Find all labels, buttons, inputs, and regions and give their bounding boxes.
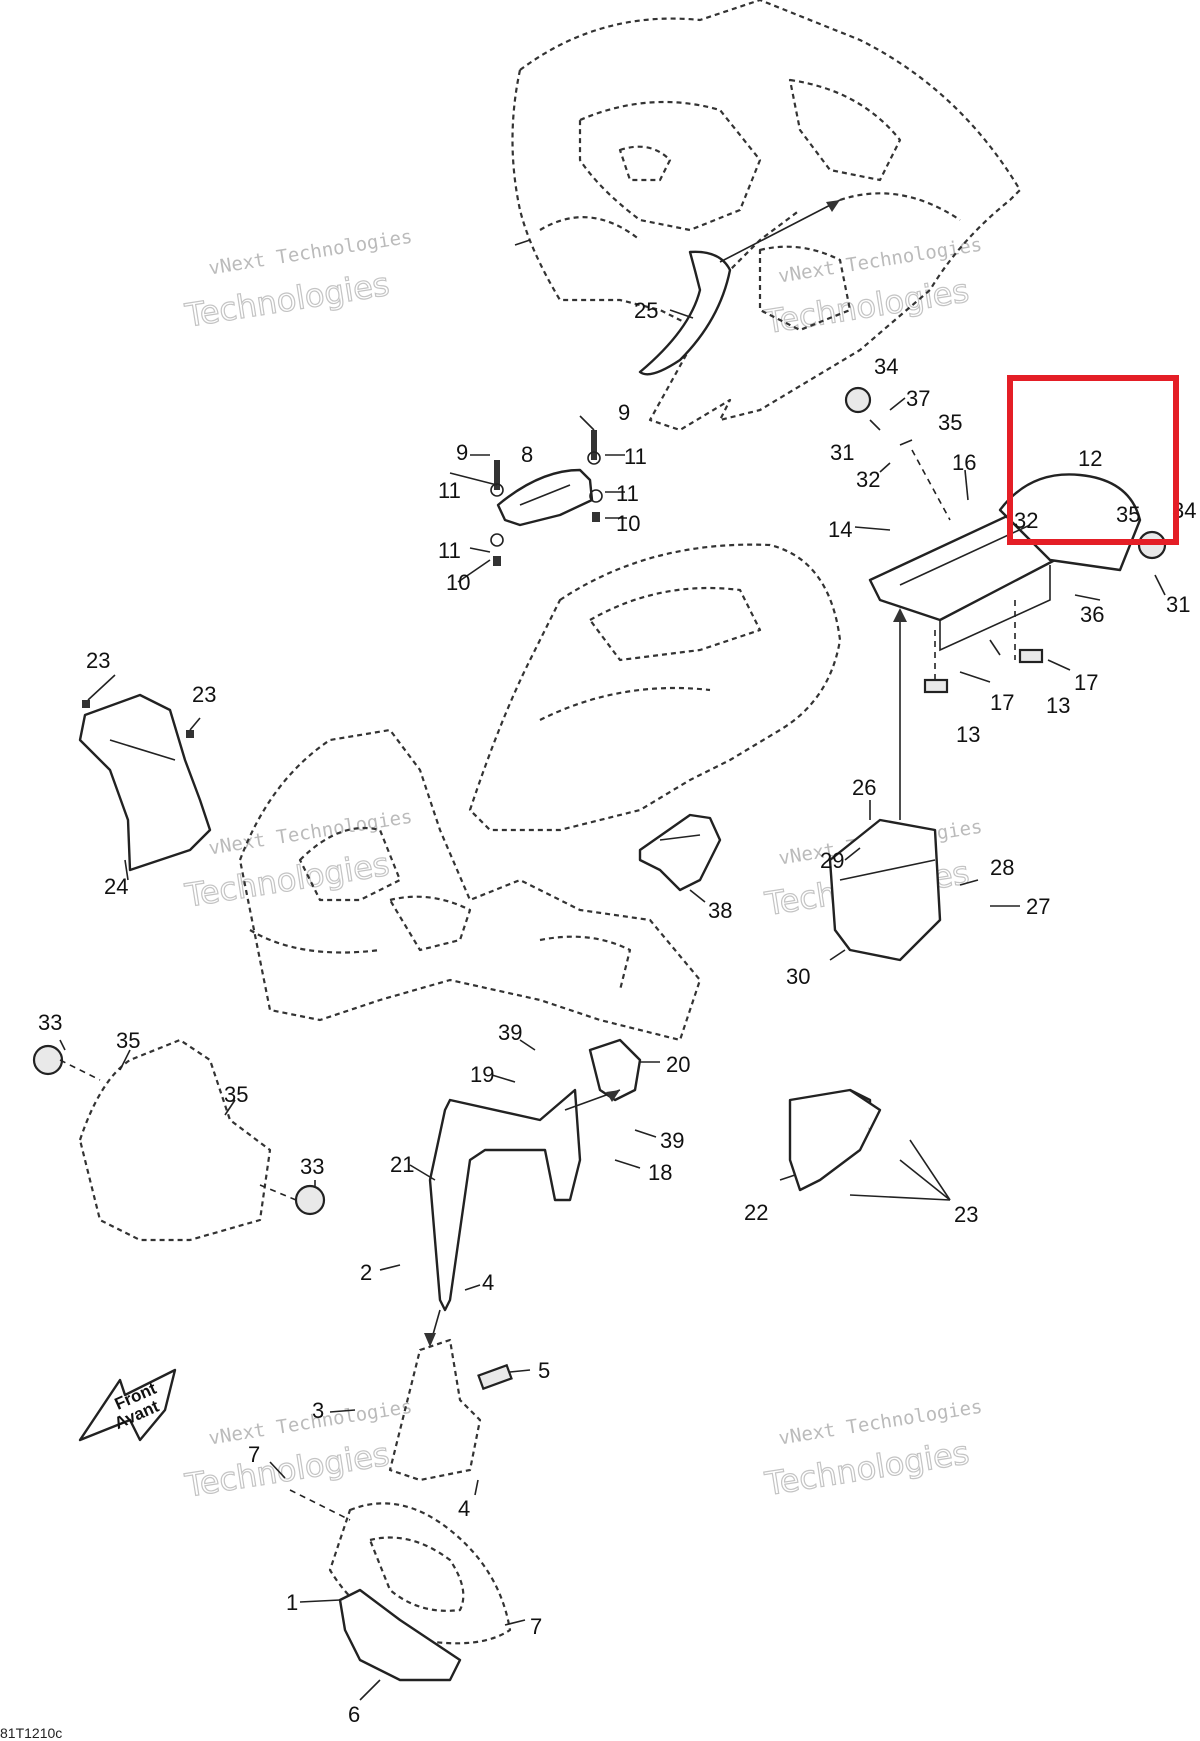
callout-32: 32: [1014, 508, 1038, 533]
callout-13: 13: [1046, 693, 1070, 718]
callout-19: 19: [470, 1062, 494, 1087]
callout-leaders: [59, 239, 1166, 1701]
callout-1: 1: [286, 1590, 298, 1615]
callout-5: 5: [538, 1358, 550, 1383]
part-5-spacer: [477, 1363, 513, 1391]
callout-2: 2: [360, 1260, 372, 1285]
callout-29: 29: [820, 848, 844, 873]
callout-9: 9: [456, 440, 468, 465]
callout-11: 11: [438, 538, 461, 563]
callout-35: 35: [116, 1028, 140, 1053]
callout-14: 14: [828, 517, 852, 542]
callout-23: 23: [954, 1202, 978, 1227]
callout-16: 16: [952, 450, 976, 475]
callout-8: 8: [521, 442, 533, 467]
highlight-box: [1007, 375, 1179, 545]
callout-10: 10: [616, 511, 640, 536]
callout-7: 7: [530, 1614, 542, 1639]
front-grille-assembly: [32, 1038, 326, 1242]
part-21-front-frame: [428, 1088, 621, 1312]
callout-33: 33: [300, 1154, 324, 1179]
part-front-mount-plate: [388, 1309, 482, 1482]
callout-11: 11: [624, 444, 647, 469]
part-20-bracket: [588, 1038, 642, 1102]
callout-12: 12: [1078, 446, 1102, 471]
part-8-grab-handle: [490, 430, 603, 566]
watermark-top-right: vNext Technologies Technologies: [761, 234, 984, 342]
front-direction-arrow: Front Avant: [78, 1368, 177, 1442]
callout-37: 37: [906, 386, 930, 411]
callout-34: 34: [874, 354, 898, 379]
part-1-skid-plate: [338, 1588, 462, 1682]
callout-36: 36: [1080, 602, 1104, 627]
callout-33: 33: [38, 1010, 62, 1035]
callout-39: 39: [498, 1020, 522, 1045]
callout-28: 28: [990, 855, 1014, 880]
callout-35: 35: [1116, 502, 1140, 527]
callout-13: 13: [956, 722, 980, 747]
front-body-panel: [468, 543, 842, 832]
watermark-bottom-right: vNext Technologies Technologies: [761, 1396, 984, 1504]
callout-11: 11: [616, 481, 639, 506]
callout-6: 6: [348, 1702, 360, 1727]
callout-35: 35: [938, 410, 962, 435]
callout-21: 21: [390, 1152, 414, 1177]
callout-30: 30: [786, 964, 810, 989]
callout-23: 23: [192, 682, 216, 707]
callout-9: 9: [618, 400, 630, 425]
callout-7: 7: [248, 1442, 260, 1467]
callout-3: 3: [312, 1398, 324, 1423]
part-38-deflector: [638, 813, 722, 892]
callout-17: 17: [990, 690, 1014, 715]
callout-23: 23: [86, 648, 110, 673]
part-30-storage-box: [828, 608, 942, 962]
callout-31: 31: [830, 440, 854, 465]
callout-4: 4: [482, 1270, 494, 1295]
callout-10: 10: [446, 570, 470, 595]
callout-20: 20: [666, 1052, 690, 1077]
callout-25: 25: [634, 298, 658, 323]
callout-labels: 25 9 9 8 11 11 11 10 11 10 34 37 35 31 1…: [38, 298, 1196, 1727]
callout-4: 4: [458, 1496, 470, 1521]
callout-11: 11: [438, 478, 461, 503]
part-24-side-panel: [78, 693, 212, 872]
callout-17: 17: [1074, 670, 1098, 695]
watermark-bottom-left: vNext Technologies Technologies: [181, 1396, 414, 1506]
callout-35: 35: [224, 1082, 248, 1107]
part-25-bracket: [638, 199, 841, 376]
callout-38: 38: [708, 898, 732, 923]
callout-22: 22: [744, 1200, 768, 1225]
callout-24: 24: [104, 874, 128, 899]
callout-27: 27: [1026, 894, 1050, 919]
watermark-top-left: vNext Technologies Technologies: [181, 226, 414, 336]
part-22-side-guard: [788, 1088, 882, 1192]
callout-26: 26: [852, 775, 876, 800]
callout-31: 31: [1166, 592, 1190, 617]
callout-32: 32: [856, 467, 880, 492]
reference-code: 81T1210c: [0, 1725, 62, 1741]
rear-fender: [511, 0, 1022, 432]
callout-18: 18: [648, 1160, 672, 1185]
front-fender: [238, 728, 702, 1042]
callout-39: 39: [660, 1128, 684, 1153]
